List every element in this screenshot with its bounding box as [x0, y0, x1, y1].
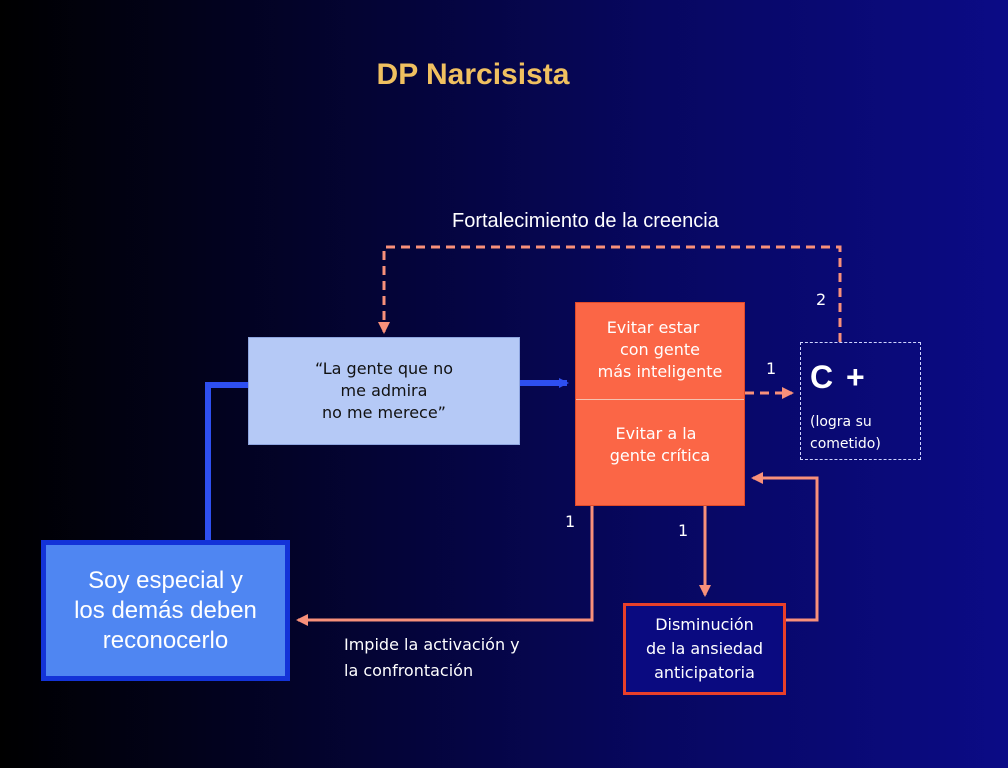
avoid-line: gente crítica — [609, 446, 711, 465]
belief-line: “La gente que no — [314, 359, 454, 378]
step-number-to-anxiety: 1 — [678, 521, 689, 540]
step-number-to-consequence: 1 — [766, 359, 777, 378]
core-to-belief-connector — [205, 382, 248, 540]
feedback-loop-arrow — [378, 245, 842, 342]
core-line: reconocerlo — [102, 626, 229, 654]
impide-line: Impide la activación y — [344, 635, 520, 654]
avoidance-divider — [576, 399, 744, 400]
anxiety-line: Disminución — [655, 615, 754, 634]
avoid-critics-text: Evitar a la gente crítica — [576, 423, 744, 467]
anxiety-line: de la ansiedad — [645, 639, 764, 658]
core-line: Soy especial y — [88, 566, 243, 594]
avoid-to-core-arrow — [296, 506, 594, 626]
consequence-box: C + (logra su cometido) — [800, 342, 921, 460]
avoid-line: Evitar a la — [615, 424, 697, 443]
impide-label: Impide la activación y la confrontación — [344, 632, 520, 684]
anxiety-line: anticipatoria — [654, 663, 755, 682]
avoid-line: con gente — [619, 340, 701, 359]
avoidance-box: Evitar estar con gente más inteligente E… — [575, 302, 745, 506]
anxiety-to-avoid-arrow — [751, 472, 819, 622]
belief-box: “La gente que no me admira no me merece” — [248, 337, 520, 445]
belief-line: me admira — [340, 381, 428, 400]
step-number-feedback: 2 — [816, 290, 827, 309]
avoid-line: más inteligente — [597, 362, 723, 381]
feedback-label: Fortalecimiento de la creencia — [452, 210, 719, 232]
consequence-note-line: (logra su — [810, 414, 872, 430]
anxiety-reduction-box: Disminución de la ansiedad anticipatoria — [623, 603, 786, 695]
impide-line: la confrontación — [344, 661, 474, 680]
avoid-smarter-people-text: Evitar estar con gente más inteligente — [576, 317, 744, 383]
core-line: los demás deben — [74, 596, 257, 624]
core-belief-box: Soy especial y los demás deben reconocer… — [41, 540, 290, 681]
consequence-label: C + — [810, 359, 867, 395]
consequence-note-line: cometido) — [810, 436, 881, 452]
step-number-to-core: 1 — [565, 512, 576, 531]
avoid-line: Evitar estar — [606, 318, 700, 337]
page-title: DP Narcisista — [376, 58, 570, 91]
belief-line: no me merece” — [322, 403, 446, 422]
consequence-note: (logra su cometido) — [810, 411, 881, 455]
